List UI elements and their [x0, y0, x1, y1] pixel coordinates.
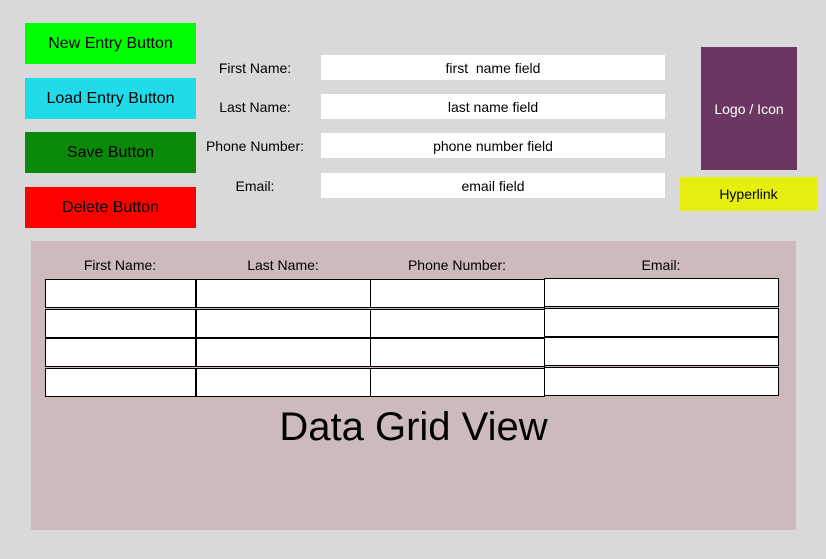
- grid-cell[interactable]: [45, 309, 196, 338]
- grid-cell[interactable]: [45, 338, 196, 367]
- save-button[interactable]: Save Button: [25, 132, 196, 173]
- email-field[interactable]: email field: [321, 173, 665, 198]
- logo-icon: Logo / Icon: [701, 47, 797, 170]
- grid-cell[interactable]: [544, 278, 779, 307]
- grid-cell[interactable]: [544, 308, 779, 337]
- data-grid-view: First Name: Last Name: Phone Number: Ema…: [31, 241, 796, 530]
- grid-header-phone-number: Phone Number:: [407, 257, 507, 273]
- grid-header-first-name: First Name:: [83, 257, 157, 273]
- first-name-field[interactable]: first name field: [321, 55, 665, 80]
- grid-cell[interactable]: [370, 309, 545, 338]
- grid-title: Data Grid View: [279, 405, 548, 449]
- grid-cell[interactable]: [544, 367, 779, 396]
- grid-cell[interactable]: [370, 279, 545, 308]
- grid-cell[interactable]: [196, 279, 371, 308]
- email-label: Email:: [235, 178, 275, 194]
- grid-cell[interactable]: [196, 338, 371, 367]
- last-name-label: Last Name:: [219, 99, 291, 115]
- last-name-field[interactable]: last name field: [321, 94, 665, 119]
- grid-header-last-name: Last Name:: [247, 257, 319, 273]
- grid-cell[interactable]: [196, 368, 371, 397]
- phone-number-label: Phone Number:: [205, 138, 305, 154]
- load-entry-button[interactable]: Load Entry Button: [25, 78, 196, 119]
- grid-cell[interactable]: [196, 309, 371, 338]
- phone-number-field[interactable]: phone number field: [321, 133, 665, 158]
- new-entry-button[interactable]: New Entry Button: [25, 23, 196, 64]
- hyperlink[interactable]: Hyperlink: [680, 177, 817, 211]
- grid-cell[interactable]: [370, 338, 545, 367]
- grid-cell[interactable]: [45, 368, 196, 397]
- grid-header-email: Email:: [641, 257, 681, 273]
- delete-button[interactable]: Delete Button: [25, 187, 196, 228]
- first-name-label: First Name:: [218, 60, 292, 76]
- grid-cell[interactable]: [370, 368, 545, 397]
- grid-cell[interactable]: [45, 279, 196, 308]
- grid-cell[interactable]: [544, 337, 779, 366]
